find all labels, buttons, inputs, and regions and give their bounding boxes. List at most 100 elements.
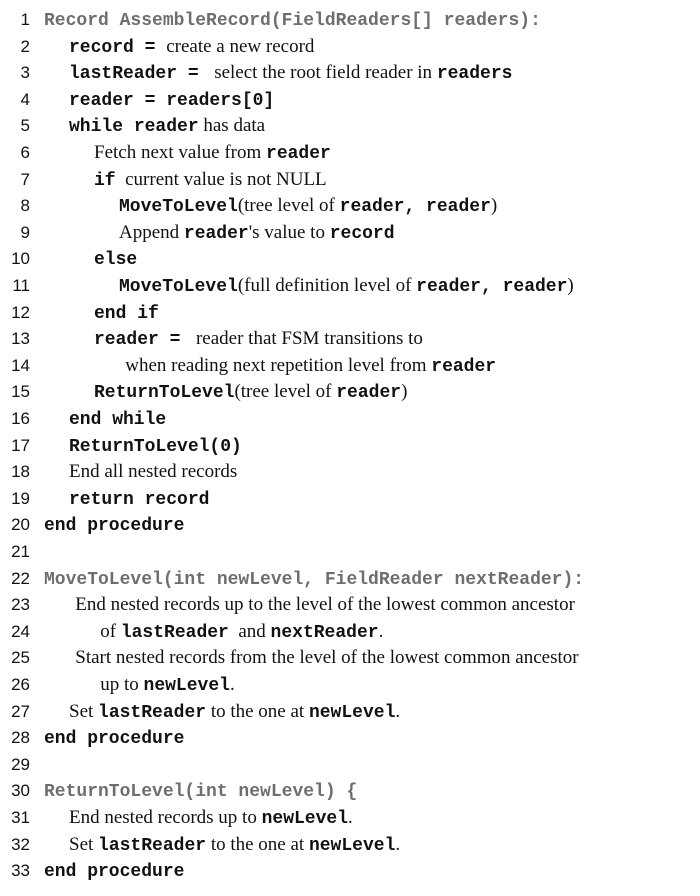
code-token: MoveToLevel(int newLevel, FieldReader ne… xyxy=(44,569,585,590)
line-number: 23 xyxy=(11,595,30,615)
code-token: end while xyxy=(69,410,167,430)
prose-segment: Start nested records from the level of t… xyxy=(75,647,579,669)
code-line: 26 up to newLevel. xyxy=(0,672,700,698)
line-number: 22 xyxy=(11,568,30,588)
line-number: 8 xyxy=(20,196,30,216)
code-text: when reading next repetition level from … xyxy=(125,353,496,380)
code-text: end procedure xyxy=(44,725,184,752)
code-token: ReturnToLevel(0) xyxy=(69,436,242,457)
line-number: 18 xyxy=(11,462,30,482)
line-number: 13 xyxy=(11,329,30,349)
prose-segment: . xyxy=(229,674,235,695)
line-number: 28 xyxy=(11,728,30,748)
line-number: 26 xyxy=(11,675,30,694)
code-token: lastReader xyxy=(98,702,207,723)
code-token: lastReader = xyxy=(69,64,210,85)
code-text: up to newLevel. xyxy=(100,672,234,699)
prose-segment: Fetch next value from xyxy=(94,142,267,163)
prose-segment: . xyxy=(378,620,384,642)
code-text: MoveToLevel(full definition level of rea… xyxy=(119,273,574,300)
code-token: else xyxy=(94,250,138,271)
line-number: 10 xyxy=(11,249,30,269)
line-number: 15 xyxy=(11,382,30,402)
code-text: Record AssembleRecord(FieldReaders[] rea… xyxy=(44,7,541,34)
prose-segment: of xyxy=(100,620,121,642)
code-token: while xyxy=(69,117,134,138)
code-line: 16 end while xyxy=(0,406,700,432)
code-line: 6 Fetch next value from reader xyxy=(0,140,700,166)
code-token: end procedure xyxy=(44,862,185,883)
code-token: if xyxy=(94,170,116,191)
prose-segment: current value is not NULL xyxy=(115,168,327,190)
code-token: newLevel xyxy=(308,702,396,723)
prose-segment: reader that FSM transitions to xyxy=(191,328,423,350)
prose-segment: to the one at xyxy=(206,833,309,855)
code-token: MoveToLevel xyxy=(119,277,238,297)
line-number: 11 xyxy=(12,276,30,295)
code-text: Append reader's value to record xyxy=(119,220,395,247)
prose-segment: select the root field reader in xyxy=(209,62,437,84)
line-number: 12 xyxy=(11,302,30,322)
code-token: reader = readers[0] xyxy=(69,90,275,111)
line-number: 16 xyxy=(11,409,30,428)
line-number: 3 xyxy=(20,63,30,83)
prose-segment: ) xyxy=(567,275,574,296)
code-text: return record xyxy=(69,486,209,513)
line-number: 6 xyxy=(20,143,30,162)
code-line: 2 record = create a new record xyxy=(0,34,700,60)
code-token: record = xyxy=(69,37,167,58)
line-number: 25 xyxy=(11,648,30,668)
prose-segment: Append xyxy=(119,221,184,243)
prose-segment: . xyxy=(395,700,401,722)
code-line: 29 xyxy=(0,752,700,778)
code-text: ReturnToLevel(int newLevel) { xyxy=(44,778,357,805)
code-text: end while xyxy=(69,406,166,433)
code-token: end procedure xyxy=(44,729,185,750)
prose-segment: ) xyxy=(490,195,498,217)
code-token: end procedure xyxy=(44,516,185,537)
code-token: reader xyxy=(266,144,331,164)
code-line: 25 Start nested records from the level of… xyxy=(0,645,700,671)
code-token: ReturnToLevel xyxy=(94,383,235,404)
line-number: 32 xyxy=(11,834,30,854)
code-text: of lastReader and nextReader. xyxy=(100,619,383,646)
line-number: 5 xyxy=(20,116,30,136)
prose-segment: End all nested records xyxy=(69,461,238,483)
prose-segment: Set xyxy=(69,700,99,722)
code-text: else xyxy=(94,246,137,273)
line-number: 1 xyxy=(20,10,30,29)
code-token: ReturnToLevel(int newLevel) { xyxy=(44,782,358,803)
prose-segment: . xyxy=(395,833,401,855)
code-token: end if xyxy=(94,303,159,324)
line-number: 31 xyxy=(11,808,30,827)
code-text: ReturnToLevel(0) xyxy=(69,433,242,460)
line-number: 33 xyxy=(11,861,30,881)
prose-segment: when reading next repetition level from xyxy=(125,354,432,376)
line-number: 19 xyxy=(11,488,30,508)
code-text: record = create a new record xyxy=(69,34,314,61)
code-token: record xyxy=(329,223,395,244)
line-number: 2 xyxy=(20,36,30,56)
prose-segment: (tree level of xyxy=(234,381,337,403)
code-token: return record xyxy=(69,489,210,510)
line-number: 17 xyxy=(11,435,30,455)
code-line: 18 End all nested records xyxy=(0,459,700,485)
prose-segment: and xyxy=(228,620,271,642)
code-text: reader = readers[0] xyxy=(69,87,274,114)
code-line: 19 return record xyxy=(0,486,700,512)
code-token: reader xyxy=(183,223,249,244)
code-token: Record AssembleRecord(FieldReaders[] rea… xyxy=(44,11,541,31)
code-text: if current value is not NULL xyxy=(94,167,327,194)
